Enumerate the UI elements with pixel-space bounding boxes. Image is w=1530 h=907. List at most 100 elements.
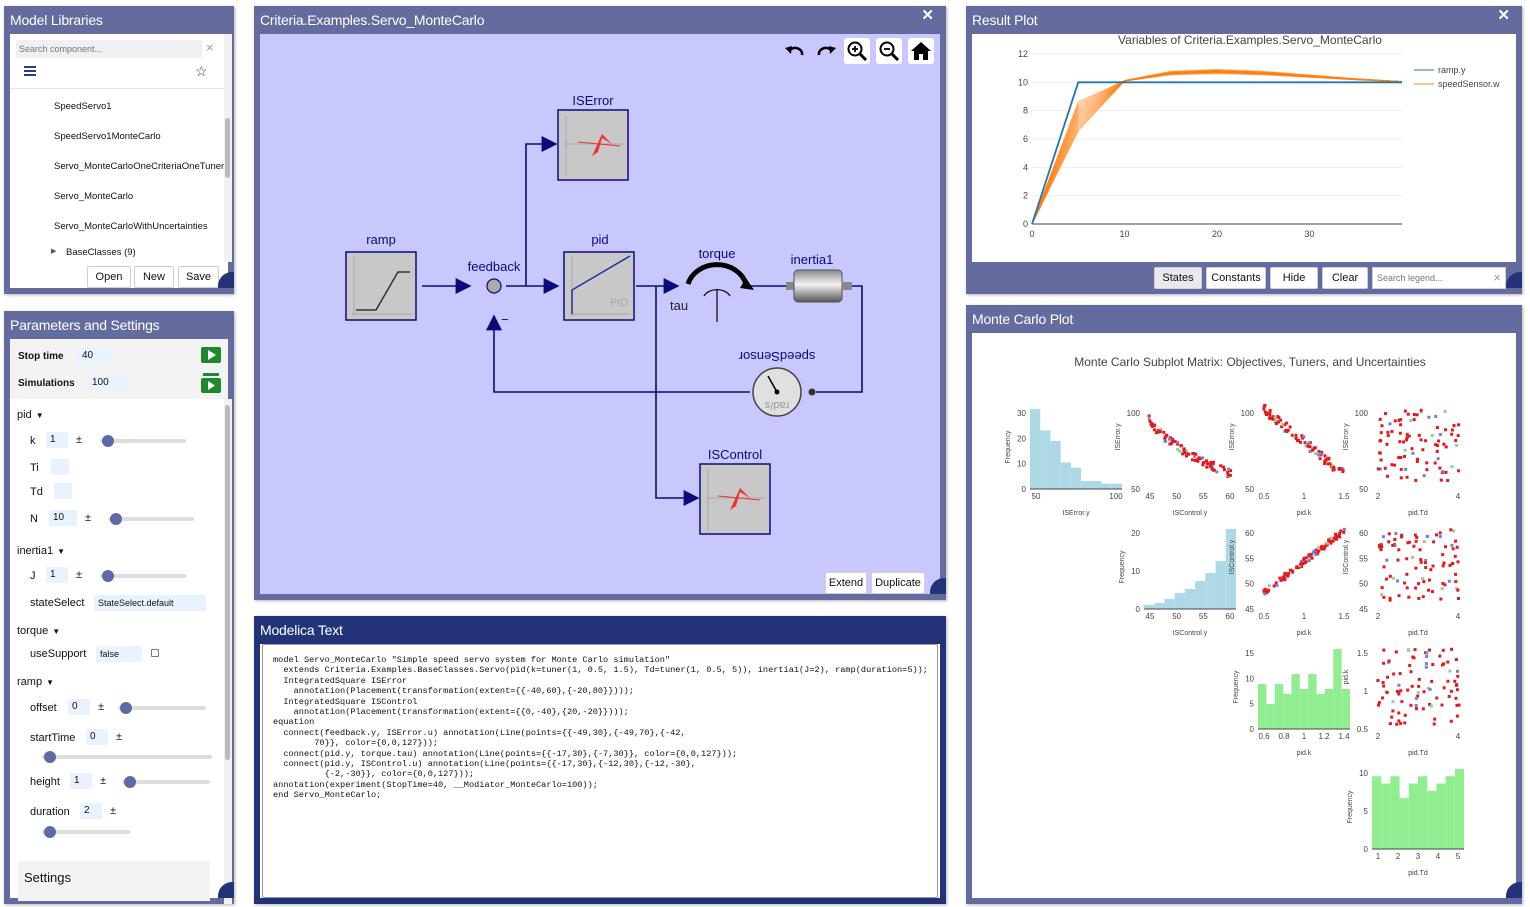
list-item[interactable]: SpeedServo1MonteCarlo [54,131,161,142]
torque-block[interactable] [685,262,754,322]
ramp-start-input[interactable]: 0 [86,729,108,745]
save-button[interactable]: Save [178,266,219,288]
clear-search-icon[interactable]: × [206,40,214,55]
scatter-point [1413,648,1417,652]
group-pid[interactable]: pid▼ [17,409,44,421]
search-input[interactable] [19,41,189,57]
ramp-height-slider[interactable] [122,776,210,788]
montecarlo-chart[interactable]: Monte Carlo Subplot Matrix: Objectives, … [972,333,1516,904]
inertia-j-uncertainty-button[interactable]: ± [76,569,83,581]
y-tick-label: 60 [1245,529,1254,538]
close-icon[interactable]: ✕ [921,7,934,24]
code-line: 70}}, color={0,0,127})); [273,738,439,749]
legend-search-box[interactable]: × [1372,267,1506,289]
list-item[interactable]: Servo_MonteCarloWithUncertainties [54,221,208,232]
zoom-in-icon[interactable] [844,38,870,64]
ramp-block[interactable] [345,251,417,321]
result-chart[interactable]: Variables of Criteria.Examples.Servo_Mon… [972,34,1516,262]
ramp-duration-slider[interactable] [42,826,130,838]
ramp-offset-slider[interactable] [118,702,206,714]
open-button[interactable]: Open [87,266,131,288]
speedsensor-block[interactable] [752,367,816,417]
run-simulation-icon[interactable] [201,347,221,363]
new-button[interactable]: New [134,266,174,288]
close-icon[interactable]: ✕ [1497,7,1510,24]
resize-handle[interactable] [218,882,234,898]
stop-time-input[interactable]: 40 [78,348,112,364]
pid-ti-input[interactable] [51,459,69,475]
use-support-checkbox[interactable] [151,649,159,657]
clear-legend-search-icon[interactable]: × [1493,270,1501,285]
ramp-height-uncertainty-button[interactable]: ± [100,775,107,787]
inertia-j-slider[interactable] [100,570,186,582]
constants-button[interactable]: Constants [1206,267,1266,289]
pid-n-slider[interactable] [108,513,194,525]
ramp-offset-uncertainty-button[interactable]: ± [98,701,105,713]
list-view-icon[interactable] [24,66,36,76]
scatter-point [1400,700,1404,704]
ramp-offset-input[interactable]: 0 [68,699,90,715]
duplicate-button[interactable]: Duplicate [871,572,925,594]
resize-handle[interactable] [1506,272,1522,288]
params-scrollbar[interactable] [224,399,232,904]
extend-button[interactable]: Extend [825,572,867,594]
list-item[interactable]: Servo_MonteCarloOneCriteriaOneTuner [54,161,224,172]
hide-button[interactable]: Hide [1270,267,1318,289]
scatter-point [1416,694,1420,698]
ramp-start-uncertainty-button[interactable]: ± [116,731,123,743]
states-button[interactable]: States [1154,267,1202,289]
list-item-baseclasses[interactable]: BaseClasses (9) [66,247,136,258]
list-item[interactable]: SpeedServo1 [54,101,112,112]
resize-handle[interactable] [218,272,234,288]
pid-n-input[interactable]: 10 [49,510,77,526]
clear-button[interactable]: Clear [1322,267,1368,289]
ramp-duration-input[interactable]: 2 [80,803,102,819]
iscontrol-block[interactable] [699,463,771,535]
pid-n-uncertainty-button[interactable]: ± [85,512,92,524]
ramp-start-slider[interactable] [42,751,212,763]
home-icon[interactable] [908,38,934,64]
scatter-point [1440,587,1444,591]
scatter-point [1380,586,1384,590]
run-montecarlo-icon[interactable] [201,373,221,393]
use-support-input[interactable]: false [96,646,142,662]
scatter-point [1308,445,1312,449]
feedback-block[interactable] [486,278,502,294]
star-icon[interactable]: ☆ [195,63,208,79]
scatter-point [1283,423,1287,427]
legend-search-input[interactable] [1377,271,1487,285]
ramp-duration-uncertainty-button[interactable]: ± [110,805,117,817]
x-tick-label: 1.5 [1338,612,1350,621]
group-ramp[interactable]: ramp▼ [17,676,54,688]
ramp-height-input[interactable]: 1 [70,773,92,789]
zoom-out-icon[interactable] [876,38,902,64]
group-torque[interactable]: torque▼ [17,625,61,637]
resize-handle[interactable] [1506,882,1522,898]
scatter-point [1446,660,1450,664]
expand-arrow-icon[interactable]: ▶ [51,248,57,255]
settings-section[interactable]: Settings [18,861,210,901]
simulations-input[interactable]: 100 [88,375,128,391]
redo-icon[interactable] [813,40,839,64]
library-scrollbar[interactable] [224,34,232,262]
pid-block[interactable]: PID [563,251,635,321]
iserror-block[interactable] [557,109,629,181]
code-editor[interactable]: model Servo_MonteCarlo "Simple speed ser… [262,644,938,898]
pid-td-input[interactable] [54,483,72,499]
pid-k-uncertainty-button[interactable]: ± [76,434,83,446]
inertia-j-input[interactable]: 1 [46,567,68,583]
list-item[interactable]: Servo_MonteCarlo [54,191,134,202]
resize-handle[interactable] [930,578,946,594]
scatter-point [1316,546,1320,550]
pid-k-input[interactable]: 1 [46,432,68,448]
scatter-point [1313,446,1317,450]
scatter-point [1414,478,1418,482]
undo-icon[interactable] [782,40,808,64]
ramp-duration-label: duration [30,806,70,818]
diagram-canvas[interactable]: ISError ramp feedback − PID pid [260,34,940,594]
state-select-input[interactable]: StateSelect.default [94,595,206,611]
group-inertia1[interactable]: inertia1▼ [17,545,65,557]
inertia1-block[interactable] [786,269,852,303]
scatter-point [1450,428,1454,432]
pid-k-slider[interactable] [100,435,186,447]
